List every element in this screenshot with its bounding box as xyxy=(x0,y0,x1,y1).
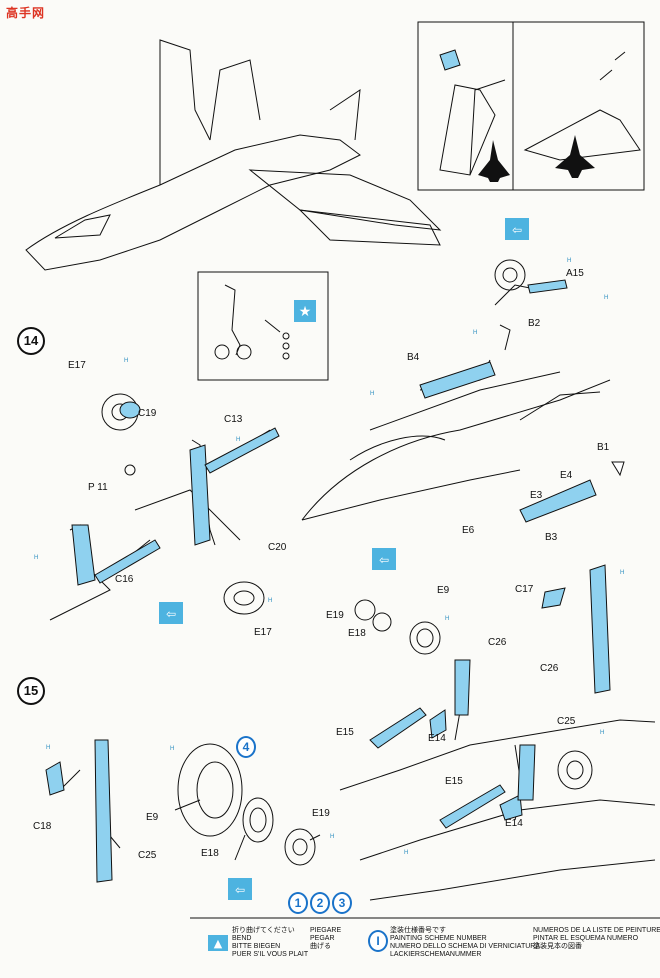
color-code-callout: H xyxy=(370,391,375,397)
part-label-c19: C19 xyxy=(138,408,157,419)
paint-ref-2: 2 xyxy=(310,892,330,914)
part-label-e14-b: E14 xyxy=(505,818,523,829)
svg-text:⇦: ⇦ xyxy=(512,223,522,237)
color-code-callout: H xyxy=(600,730,605,736)
color-code-callout: H xyxy=(34,555,39,561)
part-label-e19-b: E19 xyxy=(312,808,330,819)
color-code-callout: H xyxy=(404,850,409,856)
legend-bend-line: 曲げる xyxy=(310,943,331,950)
paint-ref-1: 1 xyxy=(288,892,308,914)
legend-bend-line: BEND xyxy=(232,935,252,942)
part-label-c13: C13 xyxy=(224,414,243,425)
legend-bend-line: PIEGARE xyxy=(310,927,342,934)
legend-bend-line: PUER S'IL VOUS PLAIT xyxy=(232,951,309,958)
legend-bend-line: BITTE BIEGEN xyxy=(232,943,281,950)
svg-text:⇦: ⇦ xyxy=(379,553,389,567)
svg-text:⇦: ⇦ xyxy=(235,883,245,897)
color-code-callout: H xyxy=(236,437,241,443)
legend-paint-line: 塗装仕様番号です xyxy=(390,927,446,934)
part-label-e18-b: E18 xyxy=(201,848,219,859)
legend-painting-scheme: 塗装仕様番号です PAINTING SCHEME NUMBER NUMERO D… xyxy=(390,927,540,959)
part-label-c20: C20 xyxy=(268,542,287,553)
paint-ref-4: 4 xyxy=(236,736,256,758)
svg-text:⇦: ⇦ xyxy=(166,607,176,621)
part-label-p11: P 11 xyxy=(88,482,108,493)
part-label-e15-a: E15 xyxy=(336,727,354,738)
part-label-c26-a: C26 xyxy=(488,637,507,648)
paint-ref-3: 3 xyxy=(332,892,352,914)
watermark-logo: 高手网 xyxy=(6,6,46,20)
part-label-c18: C18 xyxy=(33,821,52,832)
part-label-b1: B1 xyxy=(597,442,610,453)
part-label-c16: C16 xyxy=(115,574,134,585)
part-label-e6: E6 xyxy=(462,525,475,536)
part-label-e14-a: E14 xyxy=(428,733,446,744)
part-label-e17-bottom: E17 xyxy=(254,627,272,638)
color-code-callout: H xyxy=(604,295,609,301)
part-label-e9-b: E9 xyxy=(146,812,159,823)
color-code-callout: H xyxy=(268,598,273,604)
legend-paint-line: LACKIERSCHEMANUMMER xyxy=(390,951,482,958)
part-label-e15-b: E15 xyxy=(445,776,463,787)
legend-bend-line: PEGAR xyxy=(310,935,335,942)
part-label-a15: A15 xyxy=(566,268,584,279)
part-label-c17: C17 xyxy=(515,584,534,595)
legend-paint-icon: I xyxy=(368,930,388,952)
part-label-e3: E3 xyxy=(530,490,543,501)
part-label-b4: B4 xyxy=(407,352,420,363)
color-code-callout: H xyxy=(620,570,625,576)
part-label-b2: B2 xyxy=(528,318,541,329)
part-label-c25-b: C25 xyxy=(138,850,157,861)
legend-bend-translations: PIEGARE PEGAR 曲げる xyxy=(310,927,341,951)
legend-paint-list: NUMEROS DE LA LISTE DE PEINTURES PINTAR … xyxy=(533,927,660,951)
legend-paint-line: NUMERO DELLO SCHEMA DI VERNICIATURA xyxy=(390,943,541,950)
color-code-callout: H xyxy=(46,745,51,751)
step-number-15: 15 xyxy=(17,677,45,705)
part-label-c26-b: C26 xyxy=(540,663,559,674)
svg-text:▲: ▲ xyxy=(214,937,223,950)
color-code-callout: H xyxy=(124,358,129,364)
part-label-b3: B3 xyxy=(545,532,558,543)
legend-bend: 折り曲げてください BEND BITTE BIEGEN PUER S'IL VO… xyxy=(232,927,308,959)
legend-paint-line: PAINTING SCHEME NUMBER xyxy=(390,935,487,942)
svg-text:★: ★ xyxy=(299,304,312,320)
legend-list-line: NUMEROS DE LA LISTE DE PEINTURES xyxy=(533,927,660,934)
legend-list-line: 塗装見本の図番 xyxy=(533,943,582,950)
part-label-e18-a: E18 xyxy=(348,628,366,639)
color-code-callout: H xyxy=(567,258,572,264)
legend-bend-line: 折り曲げてください xyxy=(232,927,295,934)
color-code-callout: H xyxy=(170,746,175,752)
part-label-e17-top: E17 xyxy=(68,360,86,371)
color-code-callout: H xyxy=(445,616,450,622)
color-code-callout: H xyxy=(330,834,335,840)
step-number-14: 14 xyxy=(17,327,45,355)
part-label-c25-a: C25 xyxy=(557,716,576,727)
legend-list-line: PINTAR EL ESQUEMA NUMERO xyxy=(533,935,639,942)
part-label-e9-a: E9 xyxy=(437,585,450,596)
color-code-callout: H xyxy=(473,330,478,336)
part-label-e19-a: E19 xyxy=(326,610,344,621)
part-label-e4: E4 xyxy=(560,470,573,481)
